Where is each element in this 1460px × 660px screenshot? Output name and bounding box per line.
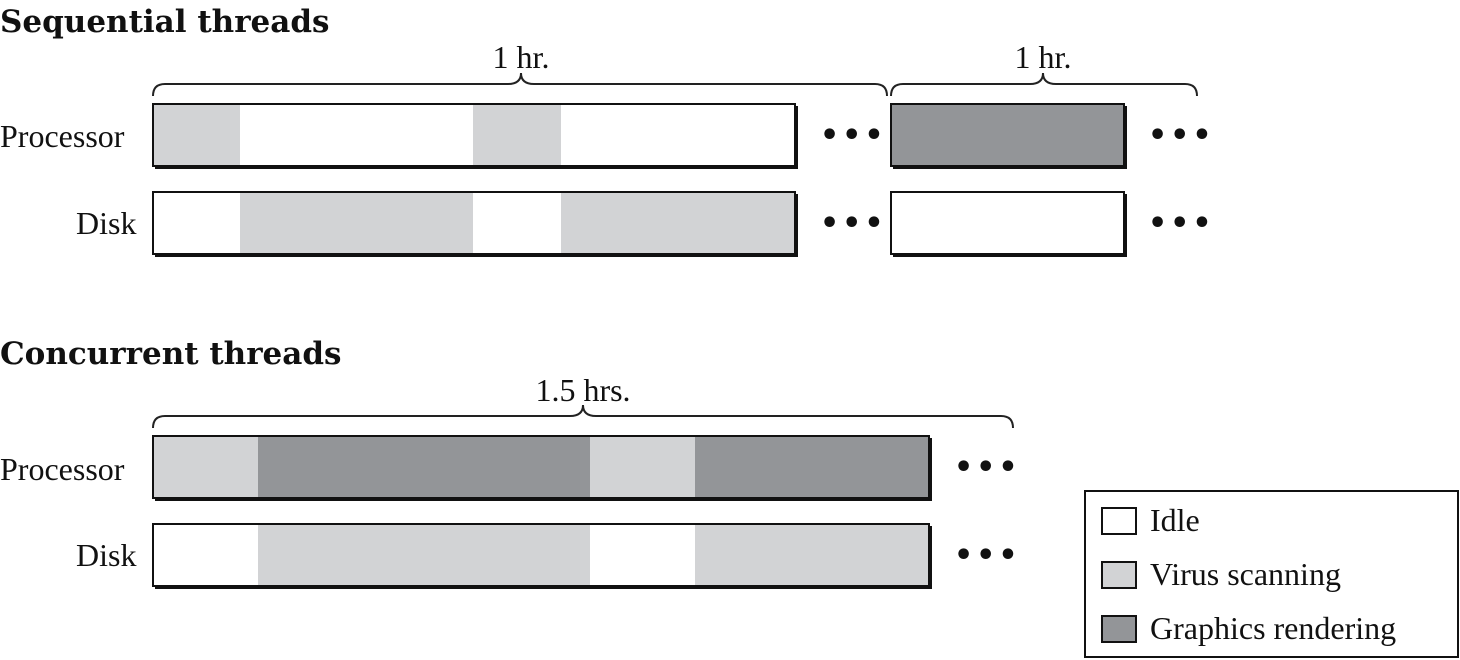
segment-graphics xyxy=(891,104,1124,166)
segment-virus xyxy=(590,436,695,498)
segment-virus xyxy=(153,436,258,498)
sequential-processor-label: Processor xyxy=(0,118,125,154)
segment-idle xyxy=(473,192,561,254)
sequential-duration-label-2: 1 hr. xyxy=(1015,39,1072,75)
legend-swatch-virus-scanning xyxy=(1101,561,1137,589)
sequential-disk-bar-b xyxy=(890,191,1127,257)
segment-virus xyxy=(695,524,929,586)
segment-idle xyxy=(561,104,795,166)
ellipsis: ••• xyxy=(1148,118,1215,153)
segment-virus xyxy=(473,104,561,166)
legend-swatch-graphics-rendering xyxy=(1101,615,1137,643)
concurrent-duration-bracket xyxy=(152,404,1014,429)
segment-idle xyxy=(153,192,240,254)
ellipsis: ••• xyxy=(820,206,887,241)
segment-idle xyxy=(590,524,695,586)
segment-graphics xyxy=(258,436,590,498)
legend-label-idle: Idle xyxy=(1150,502,1200,538)
legend-label-virus-scanning: Virus scanning xyxy=(1150,556,1341,592)
segment-idle xyxy=(891,192,1124,254)
segment-idle xyxy=(240,104,473,166)
concurrent-disk-label: Disk xyxy=(76,537,136,573)
sequential-duration-label-1: 1 hr. xyxy=(493,39,550,75)
sequential-title: Sequential threads xyxy=(0,4,329,40)
sequential-duration-bracket-2 xyxy=(890,72,1198,97)
concurrent-duration-label: 1.5 hrs. xyxy=(535,372,630,408)
concurrent-disk-bar xyxy=(152,523,932,589)
segment-virus xyxy=(561,192,795,254)
segment-graphics xyxy=(695,436,929,498)
segment-virus xyxy=(258,524,590,586)
legend-label-graphics-rendering: Graphics rendering xyxy=(1150,610,1396,646)
concurrent-processor-label: Processor xyxy=(0,451,125,487)
legend-swatch-idle xyxy=(1101,507,1137,535)
sequential-disk-label: Disk xyxy=(76,205,136,241)
sequential-disk-bar-a xyxy=(152,191,798,257)
segment-idle xyxy=(153,524,258,586)
sequential-duration-bracket-1 xyxy=(152,72,888,97)
concurrent-processor-bar xyxy=(152,435,932,501)
sequential-processor-bar-b xyxy=(890,103,1127,169)
concurrent-title: Concurrent threads xyxy=(0,336,341,372)
segment-virus xyxy=(240,192,473,254)
ellipsis: ••• xyxy=(954,538,1021,573)
legend: Idle Virus scanning Graphics rendering xyxy=(1084,490,1459,658)
sequential-processor-bar-a xyxy=(152,103,798,169)
ellipsis: ••• xyxy=(954,450,1021,485)
segment-virus xyxy=(153,104,240,166)
ellipsis: ••• xyxy=(1148,206,1215,241)
ellipsis: ••• xyxy=(820,118,887,153)
